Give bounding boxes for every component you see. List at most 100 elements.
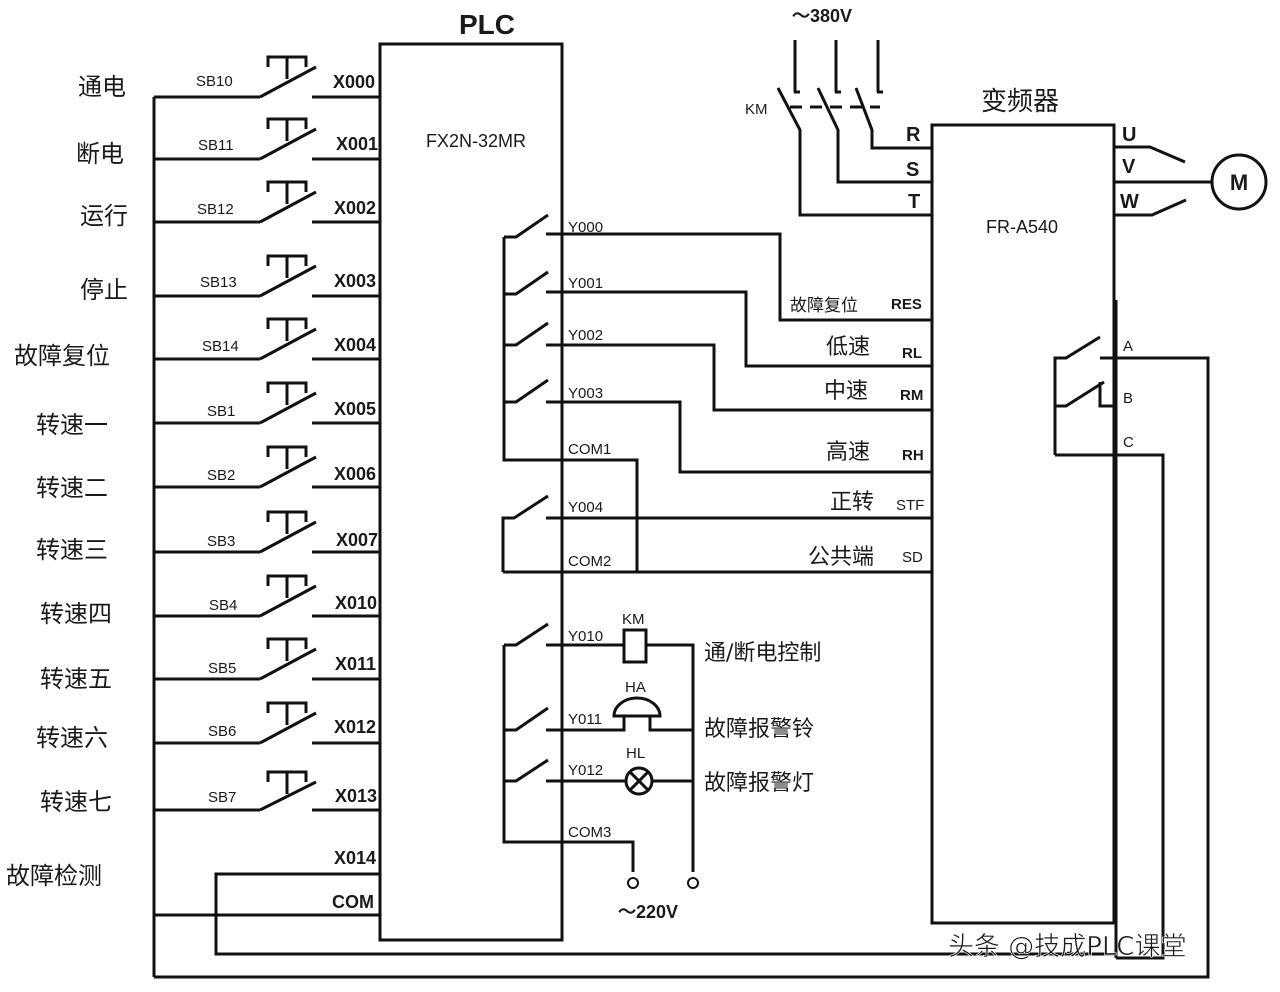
input-terminal: X012 [334, 717, 376, 737]
output-terminal: COM1 [568, 441, 611, 458]
button-id: SB1 [207, 403, 235, 420]
input-terminal: X010 [335, 593, 377, 613]
output-terminal: Y010 [568, 628, 603, 645]
button-id: SB13 [200, 274, 237, 291]
output-contact-icon [504, 622, 549, 647]
input-terminal: X013 [335, 786, 377, 806]
input-terminal: X014 [334, 848, 376, 868]
input-label: 转速一 [36, 411, 108, 439]
pushbutton-icon [266, 445, 308, 469]
relay-terminal-b: B [1123, 390, 1133, 407]
control-terminal: RL [902, 345, 922, 362]
button-id: SB12 [197, 201, 234, 218]
control-terminal: RH [902, 447, 924, 464]
pushbutton-icon [266, 701, 308, 725]
terminal-u: U [1122, 124, 1136, 146]
fault-input-row: 故障检测 X014 COM [6, 460, 1118, 956]
input-label: 运行 [80, 202, 128, 230]
output-contact-icon [504, 378, 549, 404]
output-contact-icon [504, 321, 549, 347]
km-contact-label: KM [745, 101, 768, 118]
button-id: SB5 [208, 660, 236, 677]
load-label: 故障报警铃 [704, 717, 814, 742]
input-terminal: X001 [336, 134, 378, 154]
input-rows: 通电 SB10 X000 断电 SB11 X001 运行 SB12 X002 停… [6, 55, 1118, 956]
input-terminal: X011 [335, 654, 376, 674]
input-row-1: 断电 SB11 X001 [76, 117, 380, 168]
output-terminal: Y003 [568, 385, 603, 402]
input-terminal: X006 [334, 464, 376, 484]
input-label: 转速七 [40, 788, 112, 816]
pushbutton-icon [266, 574, 308, 598]
inverter-box [930, 123, 1116, 925]
pushbutton-icon [266, 180, 308, 204]
input-label: 转速二 [36, 474, 108, 502]
output-terminal: Y002 [568, 327, 603, 344]
control-label: 中速 [824, 379, 868, 404]
output-terminal: Y011 [568, 711, 602, 728]
lamp-icon [624, 766, 654, 796]
pushbutton-icon [266, 317, 308, 341]
input-row-9: 转速五 SB5 X011 [40, 637, 380, 693]
wire-rm [546, 343, 932, 412]
plc-box [378, 42, 564, 942]
pushbutton-icon [266, 770, 308, 794]
input-row-2: 运行 SB12 X002 [80, 180, 380, 230]
supply-380v: ～380V [792, 6, 852, 26]
button-id: SB4 [209, 597, 237, 614]
pushbutton-icon [266, 510, 308, 534]
relay-a-wire [154, 356, 1210, 979]
input-label: 通电 [78, 73, 126, 101]
output-contact-icon [504, 270, 549, 296]
input-terminal: X004 [334, 335, 376, 355]
terminal-icon [687, 877, 699, 889]
input-row-0: 通电 SB10 X000 [78, 55, 380, 101]
input-label: 故障复位 [14, 342, 110, 370]
km-coil-icon [622, 628, 648, 664]
pushbutton-icon [266, 55, 308, 79]
pushbutton-icon [266, 117, 308, 141]
wire-km [546, 643, 695, 872]
input-row-10: 转速六 SB6 X012 [36, 701, 380, 752]
output-terminal: COM2 [568, 553, 611, 570]
load-device: KM [622, 611, 645, 628]
terminal-r: R [906, 124, 921, 146]
input-terminal: X003 [334, 271, 376, 291]
input-row-5: 转速一 SB1 X005 [36, 381, 380, 439]
plc-model: FX2N-32MR [426, 131, 526, 151]
input-label: 转速六 [36, 724, 108, 752]
motor-label: M [1230, 170, 1248, 195]
load-device: HL [626, 745, 645, 762]
relay-terminal-c: C [1123, 434, 1134, 451]
input-terminal: X002 [334, 198, 376, 218]
wire-res [546, 232, 932, 322]
watermark: 头条 @技成PLC课堂 [948, 932, 1187, 962]
input-row-4: 故障复位 SB14 X004 [14, 317, 380, 370]
terminal-v: V [1122, 156, 1136, 178]
motor-icon [1210, 153, 1268, 211]
output-terminal: Y001 [568, 275, 603, 292]
control-terminal: RES [891, 296, 922, 313]
output-contact-icon [504, 706, 549, 732]
input-row-3: 停止 SB13 X003 [80, 254, 380, 304]
output-terminal: COM3 [568, 824, 611, 841]
control-label: 正转 [830, 490, 874, 515]
output-contact-icon [504, 758, 549, 783]
control-terminal: STF [896, 497, 924, 514]
terminal-w: W [1120, 191, 1139, 213]
button-id: SB2 [207, 467, 235, 484]
control-label: 高速 [826, 440, 870, 465]
input-terminal: X007 [336, 530, 378, 550]
input-row-11: 转速七 SB7 X013 [40, 770, 380, 816]
inverter-title: 变频器 [981, 87, 1059, 117]
button-id: SB11 [198, 137, 234, 154]
load-label: 故障报警灯 [704, 771, 814, 796]
control-terminal: SD [902, 549, 923, 566]
button-id: SB10 [196, 73, 233, 90]
pushbutton-icon [266, 381, 308, 405]
control-terminals: 故障复位 RES 低速 RL 中速 RM 高速 RH 正转 STF 公共端 SD [790, 296, 924, 570]
inverter-model: FR-A540 [986, 217, 1058, 237]
input-label: 故障检测 [6, 862, 102, 890]
input-row-6: 转速二 SB2 X006 [36, 445, 380, 502]
km-contactor-icon [776, 40, 932, 217]
